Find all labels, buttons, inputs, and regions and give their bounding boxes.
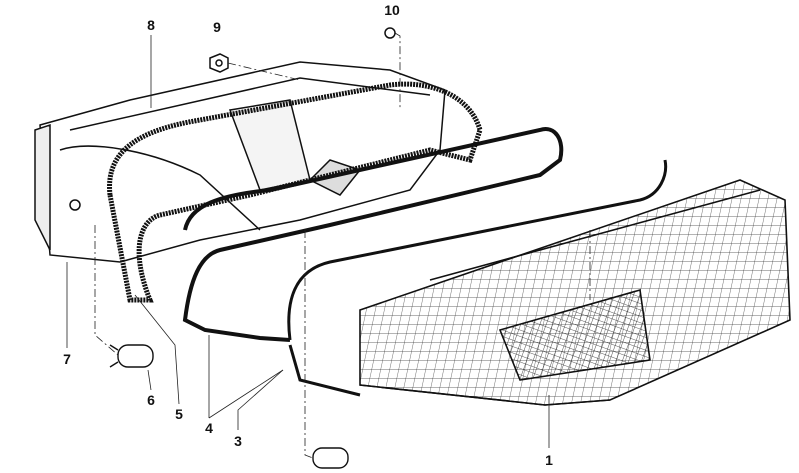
callout-6: 6 — [147, 392, 155, 408]
callout-8: 8 — [147, 17, 155, 33]
lens-part — [359, 179, 791, 406]
nut-part-9 — [209, 53, 229, 73]
leader-lines — [66, 32, 591, 459]
callout-7: 7 — [63, 351, 71, 367]
callout-3: 3 — [234, 433, 242, 449]
bulb-part-6 — [109, 344, 154, 368]
bulb-part-lower — [312, 447, 349, 469]
lens-seal-part — [287, 159, 668, 397]
callout-1: 1 — [545, 452, 553, 468]
gasket-part — [107, 81, 483, 303]
reflector-frame-part — [182, 127, 564, 342]
callout-10: 10 — [384, 2, 400, 18]
callout-5: 5 — [175, 406, 183, 422]
callout-4: 4 — [205, 420, 213, 436]
callout-9: 9 — [213, 19, 221, 35]
nut-part-10 — [384, 27, 396, 39]
